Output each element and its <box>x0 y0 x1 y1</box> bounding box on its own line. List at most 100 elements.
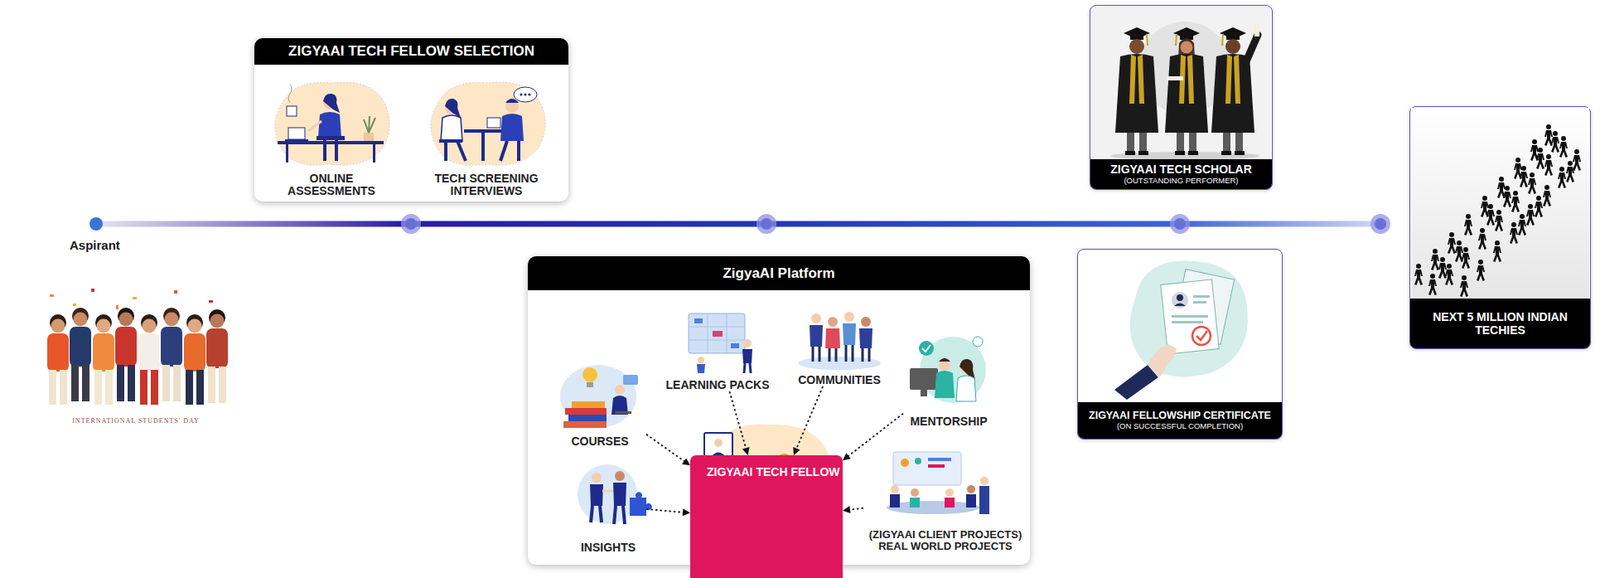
crowd-illustration-part <box>1430 248 1440 271</box>
certificate-illustration-part <box>1171 314 1209 318</box>
online-assessment-illustration-part <box>285 139 309 141</box>
students-illustration-part-part <box>119 312 134 327</box>
graduates-illustration-part-part <box>1246 34 1258 62</box>
timeline-part <box>756 213 777 234</box>
projects-icon-part <box>889 484 900 508</box>
projects-icon-part <box>928 457 952 461</box>
crowd-illustration-part <box>1411 107 1590 300</box>
courses-icon-part <box>560 364 637 428</box>
crowd-illustration-part <box>1486 203 1495 226</box>
card-band: NEXT 5 MILLION INDIAN TECHIES <box>1410 298 1591 349</box>
online-assessment-illustration-part <box>324 140 337 161</box>
crowd-illustration-part <box>1447 232 1456 254</box>
timeline-part <box>401 213 421 234</box>
timeline-part <box>1374 217 1387 230</box>
crowd-illustration-part <box>1519 165 1528 188</box>
certificate-illustration-part <box>1193 294 1210 298</box>
panel-header: ZIGYAAI TECH FELLOW SELECTION <box>254 38 569 65</box>
role-pill: ZIGYAAI TECH FELLOW <box>698 459 835 484</box>
crowd-illustration-part <box>1551 130 1560 153</box>
interview-illustration-part <box>440 115 463 141</box>
crowd-illustration-part <box>1517 213 1527 236</box>
label-holder: Aspirant <box>69 237 170 253</box>
graduates-illustration-part <box>1092 6 1272 161</box>
students-illustration-part <box>132 296 137 300</box>
communities-icon-part-part <box>827 316 838 327</box>
online-assessment-illustration <box>275 82 390 165</box>
students-illustration-part-part <box>162 364 170 402</box>
insights-icon-part <box>591 472 602 483</box>
certificate-illustration-part <box>1196 330 1208 340</box>
communities-icon-part-part <box>809 324 823 347</box>
mentorship-icon-part <box>909 367 938 390</box>
timeline <box>89 213 1391 234</box>
arrow-head <box>792 446 800 455</box>
interview-illustration-part <box>464 129 503 133</box>
timeline-part <box>760 217 773 230</box>
students-illustration-part-part <box>47 333 69 372</box>
mentorship-icon-part <box>972 336 983 347</box>
online-assessment-illustration-part <box>316 135 345 141</box>
timeline-part <box>89 217 103 231</box>
online-assessment-illustration-part <box>286 106 297 117</box>
students-illustration-part-part <box>69 326 92 367</box>
card-title: ZIGYAAI TECH SCHOLAR <box>1110 162 1252 176</box>
crowd-illustration-part <box>1559 135 1568 158</box>
interview-illustration-part <box>445 140 466 161</box>
mentorship-icon-part <box>938 357 951 362</box>
students-illustration-part-part <box>73 312 88 327</box>
graduates-illustration-part-part <box>1176 132 1185 153</box>
card-band: ZIGYAAI TECH SCHOLAR(OUTSTANDING PERFORM… <box>1090 159 1272 189</box>
crowd-illustration-part <box>1526 203 1535 226</box>
students-illustration-part-part <box>142 319 157 334</box>
students-illustration-part <box>174 290 178 294</box>
card-title: NEXT 5 MILLION INDIAN TECHIES <box>1415 309 1586 337</box>
crowd-illustration-part <box>1494 209 1504 232</box>
projects-icon-part-part <box>890 484 900 494</box>
projects-icon-part <box>914 457 922 465</box>
crowd-illustration-part <box>1493 240 1502 262</box>
graduates-illustration-part-part <box>1175 33 1177 46</box>
projects-icon-part <box>900 458 909 467</box>
learning-packs-icon-part <box>743 338 752 348</box>
graduates-illustration-part <box>1115 27 1159 155</box>
arrow-head <box>742 446 750 455</box>
courses-icon-part <box>586 381 594 387</box>
certificate-illustration-part <box>1130 261 1248 378</box>
students-illustration-part-part <box>140 369 148 405</box>
online-assessment-illustration-part <box>277 140 384 145</box>
graduates-illustration-part-part <box>1174 150 1185 155</box>
students-illustration-part-part <box>96 319 112 334</box>
students-illustration-part-part <box>105 369 113 405</box>
mentorship-icon-part <box>918 340 934 356</box>
certificate-illustration-part <box>1171 320 1204 324</box>
certificate-illustration-part <box>1147 343 1177 378</box>
graduates-illustration-part-part <box>1164 53 1209 133</box>
graduates-illustration-part-part <box>1225 38 1241 54</box>
online-assessment-illustration-part <box>275 82 390 165</box>
communities-icon-part-part <box>860 316 871 327</box>
card-band: ZIGYAAI FELLOWSHIP CERTIFICATE(ON SUCCES… <box>1077 401 1282 439</box>
crowd-illustration-part <box>1464 213 1473 236</box>
crowd-illustration-part <box>1476 259 1485 281</box>
crowd-illustration-part <box>1542 184 1552 207</box>
graduates-illustration-part-part <box>1126 132 1135 153</box>
interview-illustration-part <box>500 140 519 161</box>
crowd-illustration-part <box>1534 195 1543 218</box>
students-illustration-part <box>47 314 69 405</box>
projects-icon-part-part <box>944 497 955 508</box>
courses-icon-part <box>614 384 625 395</box>
projects-icon-part <box>966 484 977 508</box>
graduates-illustration-part-part <box>1125 150 1136 155</box>
interview-illustration-part <box>487 117 501 128</box>
interview-illustration-part <box>500 113 524 141</box>
students-illustration-part-part <box>127 364 136 402</box>
graduates-illustration-part-part <box>1225 54 1241 104</box>
graduates-illustration-part-part <box>1166 76 1184 81</box>
card-subtitle: (ON SUCCESSFUL COMPLETION) <box>1116 420 1243 431</box>
item-caption: ONLINE ASSESSMENTS <box>273 172 390 198</box>
students-illustration-part-part <box>92 333 115 372</box>
item-caption: LEARNING PACKS <box>661 378 774 392</box>
mentorship-icon-part <box>922 344 931 352</box>
